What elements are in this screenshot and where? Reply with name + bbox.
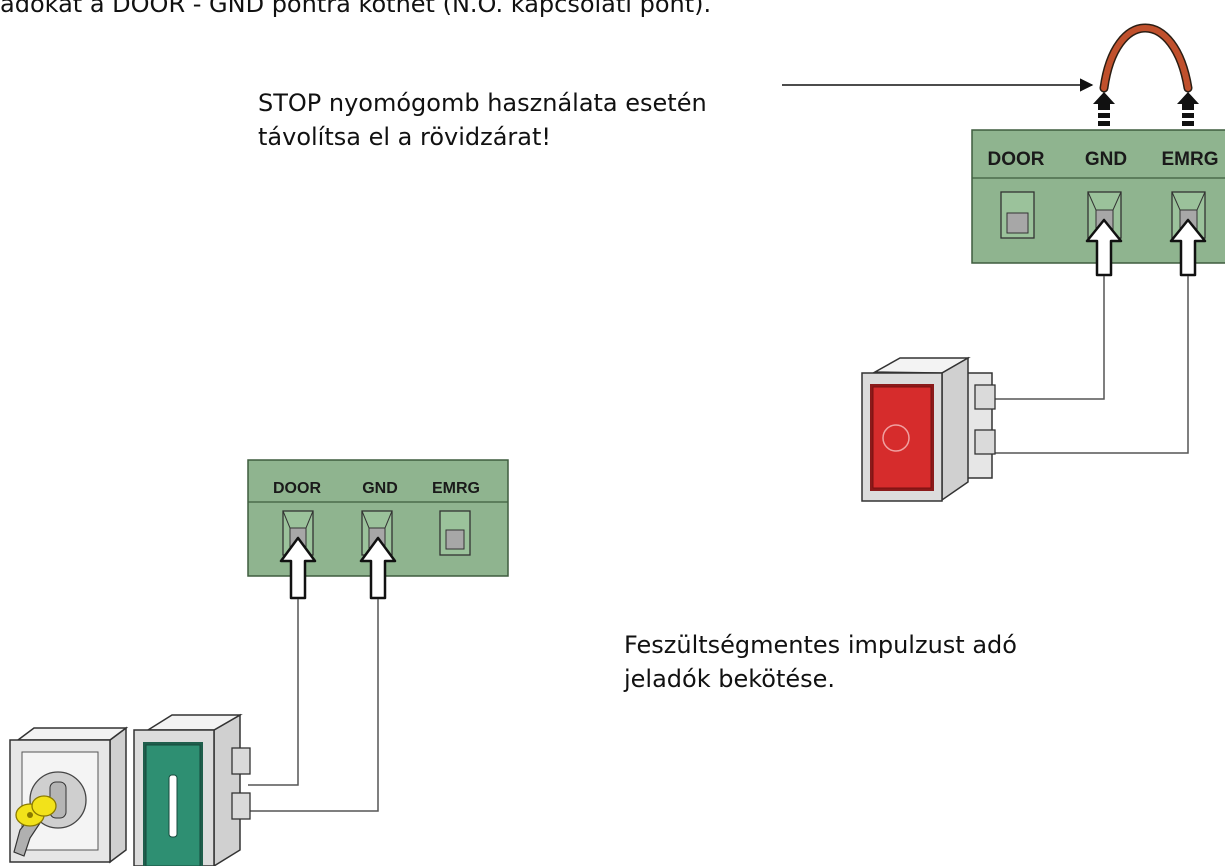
green-push-button	[133, 713, 251, 866]
wire-emrg-to-stop	[992, 276, 1189, 454]
jumper-wire-outline	[1099, 23, 1193, 93]
terminal-right-label-door: DOOR	[988, 149, 1045, 170]
terminal-right-label-gnd: GND	[1085, 149, 1127, 170]
wire-door-to-button	[248, 599, 299, 786]
stop-button-note: STOP nyomógomb használata esetén távolít…	[258, 86, 707, 154]
wire-insert-arrow-gnd	[1085, 218, 1123, 277]
jumper-arrow-gnd	[1093, 92, 1115, 126]
impulse-note: Feszültségmentes impulzust adó jeladók b…	[624, 628, 1017, 696]
terminal-left-label-gnd: GND	[362, 480, 398, 497]
impulse-note-line-2: jeladók bekötése.	[624, 665, 836, 693]
wire-insert-arrow-gnd-left	[359, 536, 397, 600]
stop-note-line-2: távolítsa el a rövidzárat!	[258, 123, 552, 151]
top-instruction-fragment: adókat a DOOR - GND pontra köthet (N.O. …	[0, 0, 712, 18]
wire-gnd-to-button	[248, 599, 379, 812]
key-switch	[9, 726, 129, 864]
terminal-right-label-emrg: EMRG	[1162, 149, 1219, 170]
stop-push-button	[861, 356, 996, 502]
wire-gnd-to-stop	[992, 276, 1105, 400]
jumper-wire	[1101, 25, 1191, 91]
terminal-left-label-emrg: EMRG	[432, 480, 480, 497]
terminal-right-socket-door	[1000, 191, 1035, 239]
stop-note-line-1: STOP nyomógomb használata esetén	[258, 89, 707, 117]
jumper-arrow-emrg	[1177, 92, 1199, 126]
impulse-note-line-1: Feszültségmentes impulzust adó	[624, 631, 1017, 659]
terminal-left-socket-emrg	[439, 510, 471, 556]
wire-insert-arrow-door	[279, 536, 317, 600]
terminal-left-label-door: DOOR	[273, 480, 321, 497]
wire-insert-arrow-emrg	[1169, 218, 1207, 277]
